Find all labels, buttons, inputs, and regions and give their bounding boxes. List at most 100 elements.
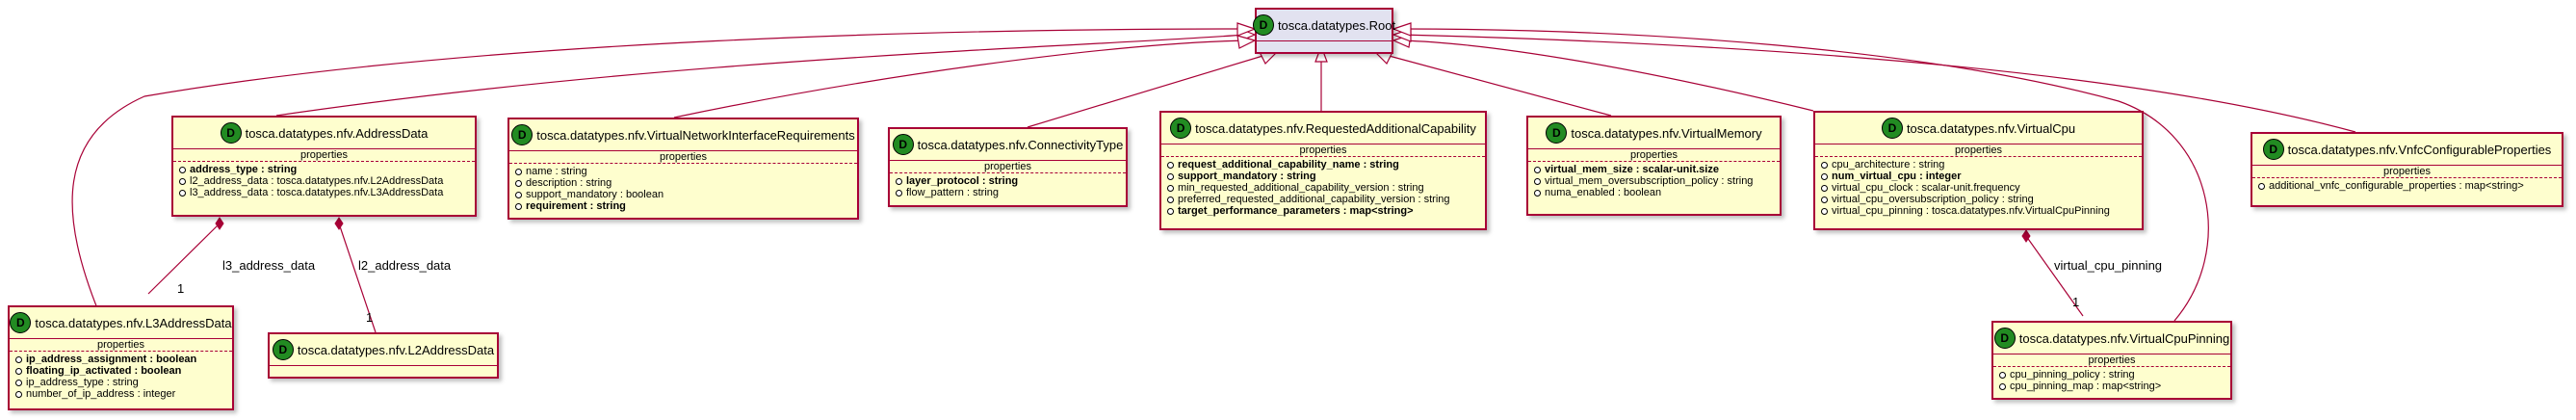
assoc-role-cpupin: virtual_cpu_pinning <box>2054 258 2163 273</box>
class-empty-section <box>270 365 497 373</box>
class-name: tosca.datatypes.nfv.VirtualNetworkInterf… <box>536 127 855 143</box>
class-l3-address-data[interactable]: D tosca.datatypes.nfv.L3AddressData prop… <box>8 305 234 410</box>
assoc-mult-l2: 1 <box>366 310 374 325</box>
class-virtual-memory[interactable]: D tosca.datatypes.nfv.VirtualMemory prop… <box>1526 116 1782 216</box>
assoc-line-cpupin <box>2025 235 2084 317</box>
section-title: properties <box>890 161 1126 173</box>
property-row: virtual_cpu_clock : scalar-unit.frequenc… <box>1821 182 2136 194</box>
assoc-diamond-cpupin <box>2021 229 2031 243</box>
class-name: tosca.datatypes.nfv.VirtualCpuPinning <box>2018 330 2230 346</box>
section-title: properties <box>1528 149 1780 162</box>
assoc-role-l3: l3_address_data <box>222 258 316 273</box>
class-connectivity-type[interactable]: D tosca.datatypes.nfv.ConnectivityType p… <box>888 127 1128 207</box>
property-row: cpu_pinning_policy : string <box>1999 369 2225 381</box>
class-virtual-network-interface-requirements[interactable]: D tosca.datatypes.nfv.VirtualNetworkInte… <box>507 118 859 220</box>
properties-section: properties additional_vnfc_configurable_… <box>2252 165 2562 196</box>
class-header: D tosca.datatypes.nfv.ConnectivityType <box>890 129 1126 160</box>
section-title: properties <box>2252 166 2562 178</box>
property-row: virtual_mem_size : scalar-unit.size <box>1534 164 1774 175</box>
assoc-diamond-l2 <box>334 217 344 230</box>
property-row: virtual_mem_oversubscription_policy : st… <box>1534 175 1774 187</box>
class-empty-section <box>1257 40 1392 48</box>
class-header: D tosca.datatypes.nfv.VirtualMemory <box>1528 118 1780 148</box>
inherit-arrow-vnir <box>1236 35 1257 49</box>
datatype-badge-icon: D <box>1881 118 1903 139</box>
datatype-badge-icon: D <box>1252 14 1274 36</box>
class-name: tosca.datatypes.Root <box>1277 17 1396 33</box>
class-l2-address-data[interactable]: D tosca.datatypes.nfv.L2AddressData <box>268 332 499 379</box>
datatype-badge-icon: D <box>1993 328 2016 349</box>
property-row: virtual_cpu_pinning : tosca.datatypes.nf… <box>1821 205 2136 217</box>
class-requested-additional-capability[interactable]: D tosca.datatypes.nfv.RequestedAdditiona… <box>1159 111 1487 230</box>
property-row: support_mandatory : string <box>1167 171 1479 182</box>
class-header: D tosca.datatypes.nfv.L3AddressData <box>10 307 232 338</box>
inherit-arrow-l3 <box>1236 22 1257 37</box>
class-header: D tosca.datatypes.nfv.L2AddressData <box>270 334 497 365</box>
assoc-role-l2: l2_address_data <box>358 258 452 273</box>
inherit-line-cpupin <box>1400 28 2209 322</box>
class-address-data[interactable]: D tosca.datatypes.nfv.AddressData proper… <box>171 116 477 217</box>
class-header: D tosca.datatypes.Root <box>1252 10 1396 40</box>
properties-section: properties address_type : string l2_addr… <box>173 148 475 202</box>
assoc-mult-l3: 1 <box>177 281 185 296</box>
datatype-badge-icon: D <box>220 122 242 144</box>
property-row: min_requested_additional_capability_vers… <box>1167 182 1479 194</box>
property-row: additional_vnfc_configurable_properties … <box>2258 180 2556 192</box>
inherit-line-vmem <box>1381 53 1612 117</box>
class-name: tosca.datatypes.nfv.VirtualMemory <box>1571 125 1762 141</box>
datatype-badge-icon: D <box>1170 118 1192 139</box>
properties-section: properties layer_protocol : string flow_… <box>890 160 1126 202</box>
class-header: D tosca.datatypes.nfv.VirtualCpuPinning <box>1993 323 2230 354</box>
property-row: request_additional_capability_name : str… <box>1167 159 1479 171</box>
section-title: properties <box>1161 144 1485 157</box>
datatype-badge-icon: D <box>2262 139 2284 160</box>
class-vnfc-configurable-properties[interactable]: D tosca.datatypes.nfv.VnfcConfigurablePr… <box>2251 132 2563 207</box>
property-row: requirement : string <box>515 200 851 212</box>
inherit-line-vnfc <box>1400 34 2356 133</box>
section-title: properties <box>509 151 857 164</box>
property-row: number_of_ip_address : integer <box>15 388 226 400</box>
property-row: cpu_pinning_map : map<string> <box>1999 381 2225 392</box>
datatype-badge-icon: D <box>892 134 914 155</box>
assoc-line-l3 <box>147 223 221 295</box>
properties-section: properties request_additional_capability… <box>1161 144 1485 221</box>
inherit-line-vnir <box>673 39 1248 118</box>
class-root[interactable]: D tosca.datatypes.Root <box>1252 8 1396 54</box>
property-row: name : string <box>515 166 851 177</box>
datatype-badge-icon: D <box>1546 122 1568 144</box>
class-name: tosca.datatypes.nfv.AddressData <box>245 125 429 141</box>
class-name: tosca.datatypes.nfv.ConnectivityType <box>917 137 1124 152</box>
class-header: D tosca.datatypes.nfv.VirtualCpu <box>1815 113 2142 144</box>
property-row: support_mandatory : boolean <box>515 189 851 200</box>
inherit-line-connectivity <box>1027 53 1270 128</box>
section-title: properties <box>10 339 232 352</box>
inherit-line-addressdata <box>275 34 1247 117</box>
properties-section: properties name : string description : s… <box>509 150 857 216</box>
properties-section: properties virtual_mem_size : scalar-uni… <box>1528 148 1780 202</box>
property-row: ip_address_type : string <box>15 377 226 388</box>
property-row: virtual_cpu_oversubscription_policy : st… <box>1821 194 2136 205</box>
datatype-badge-icon: D <box>10 312 32 333</box>
section-title: properties <box>173 149 475 162</box>
class-virtual-cpu-pinning[interactable]: D tosca.datatypes.nfv.VirtualCpuPinning … <box>1991 321 2232 400</box>
assoc-diamond-l3 <box>215 217 224 230</box>
class-header: D tosca.datatypes.nfv.VnfcConfigurablePr… <box>2252 134 2562 165</box>
class-name: tosca.datatypes.nfv.VnfcConfigurableProp… <box>2287 142 2552 157</box>
property-row: floating_ip_activated : boolean <box>15 365 226 377</box>
assoc-line-l2 <box>338 223 377 333</box>
class-name: tosca.datatypes.nfv.L3AddressData <box>35 315 232 330</box>
inherit-line-vcpu <box>1400 39 1814 112</box>
assoc-mult-cpupin: 1 <box>2072 295 2080 309</box>
section-title: properties <box>1815 144 2142 157</box>
properties-section: properties ip_address_assignment : boole… <box>10 338 232 404</box>
property-row: ip_address_assignment : boolean <box>15 354 226 365</box>
class-name: tosca.datatypes.nfv.L2AddressData <box>297 342 495 357</box>
property-row: l3_address_data : tosca.datatypes.nfv.L3… <box>179 187 469 198</box>
datatype-badge-icon: D <box>511 124 533 145</box>
class-name: tosca.datatypes.nfv.RequestedAdditionalC… <box>1195 120 1476 136</box>
class-virtual-cpu[interactable]: D tosca.datatypes.nfv.VirtualCpu propert… <box>1813 111 2144 230</box>
property-row: flow_pattern : string <box>896 187 1120 198</box>
properties-section: properties cpu_pinning_policy : string c… <box>1993 354 2230 396</box>
property-row: preferred_requested_additional_capabilit… <box>1167 194 1479 205</box>
